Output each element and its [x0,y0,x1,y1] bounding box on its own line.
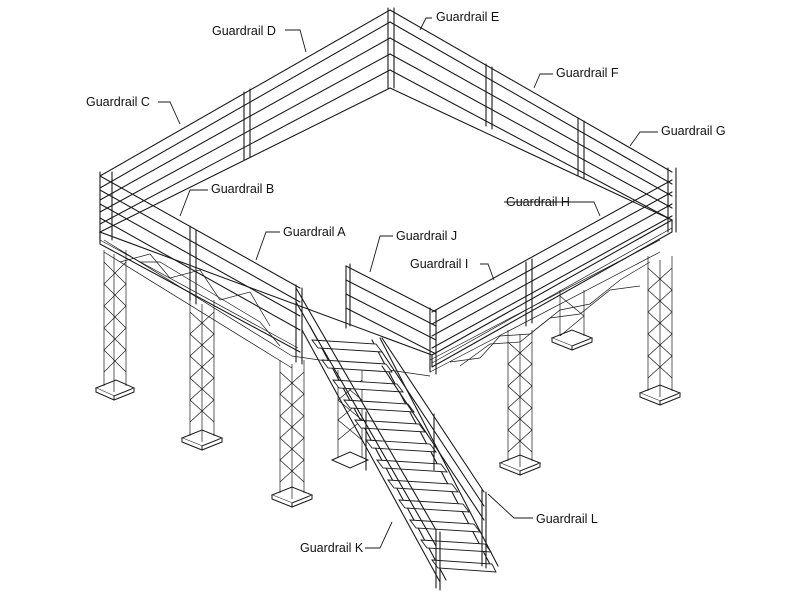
label-guardrail-e: Guardrail E [436,10,499,24]
label-guardrail-j: Guardrail J [396,229,457,243]
label-guardrail-f: Guardrail F [556,66,619,80]
guardrail-left-back [99,7,395,241]
label-guardrail-k: Guardrail K [300,541,364,555]
label-guardrail-i: Guardrail I [410,257,468,271]
guardrail-landing [345,263,437,355]
base-plates [94,329,682,508]
truss-beams [103,239,661,377]
label-guardrail-a: Guardrail A [283,225,346,239]
label-guardrail-c: Guardrail C [86,95,150,109]
platform-deck [98,87,674,368]
truss-columns [103,250,673,499]
guardrail-labels: Guardrail D Guardrail E Guardrail F Guar… [86,10,726,555]
guardrail-front-left [99,175,303,365]
guardrail-right-back [389,9,677,233]
guardrail-front-right [429,179,673,375]
leader-lines [158,17,658,549]
label-guardrail-g: Guardrail G [661,124,726,138]
label-guardrail-l: Guardrail L [536,512,598,526]
label-guardrail-b: Guardrail B [211,182,274,196]
stair [295,287,499,591]
label-guardrail-h: Guardrail H [506,195,570,209]
label-guardrail-d: Guardrail D [212,24,276,38]
